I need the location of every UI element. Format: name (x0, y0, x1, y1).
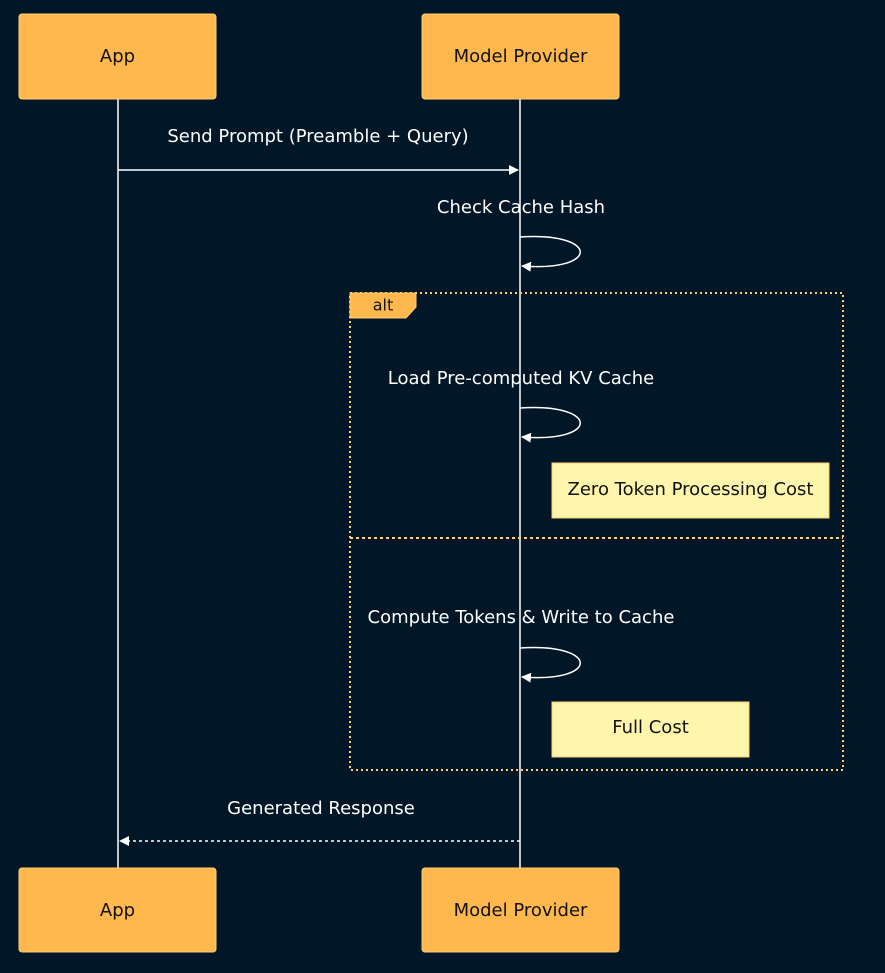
message-generated-response: Generated Response (119, 798, 520, 846)
alt-block: alt (349, 292, 844, 771)
note-zero-cost: Zero Token Processing Cost (551, 462, 830, 519)
actor-provider-bottom-label: Model Provider (454, 900, 588, 921)
actor-provider-bottom: Model Provider (421, 867, 620, 953)
message-send-prompt: Send Prompt (Preamble + Query) (118, 126, 519, 175)
actor-app-top-label: App (100, 46, 135, 67)
message-compute-tokens: Compute Tokens & Write to Cache (368, 607, 675, 683)
alt-block-label: alt (373, 296, 394, 315)
note-full-cost-label: Full Cost (612, 717, 689, 738)
message-compute-tokens-label: Compute Tokens & Write to Cache (368, 607, 675, 628)
message-check-cache: Check Cache Hash (437, 197, 605, 272)
note-full-cost: Full Cost (551, 701, 750, 758)
message-load-cache-label: Load Pre-computed KV Cache (388, 368, 654, 389)
actor-app-bottom-label: App (100, 900, 135, 921)
message-load-cache: Load Pre-computed KV Cache (388, 368, 654, 443)
message-generated-response-label: Generated Response (227, 798, 415, 819)
note-zero-cost-label: Zero Token Processing Cost (568, 479, 814, 500)
actor-app-bottom: App (18, 867, 217, 953)
actor-app-top: App (18, 13, 217, 100)
actor-provider-top: Model Provider (421, 13, 620, 100)
actor-provider-top-label: Model Provider (454, 46, 588, 67)
message-check-cache-label: Check Cache Hash (437, 197, 605, 218)
message-send-prompt-label: Send Prompt (Preamble + Query) (167, 126, 468, 147)
